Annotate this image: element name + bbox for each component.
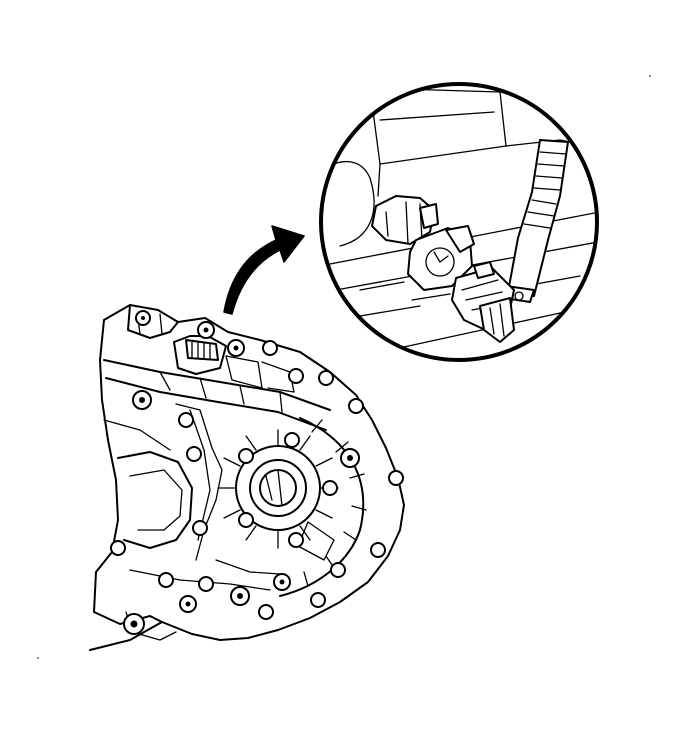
fitting-icon xyxy=(371,195,439,245)
hose-icon xyxy=(503,139,569,303)
sensor-body-icon xyxy=(407,225,475,291)
connector-icon xyxy=(451,261,515,343)
transaxle-housing-icon xyxy=(89,304,405,651)
curved-arrow-icon xyxy=(223,225,305,315)
sensor-icon xyxy=(185,339,219,361)
detail-view xyxy=(319,82,599,362)
